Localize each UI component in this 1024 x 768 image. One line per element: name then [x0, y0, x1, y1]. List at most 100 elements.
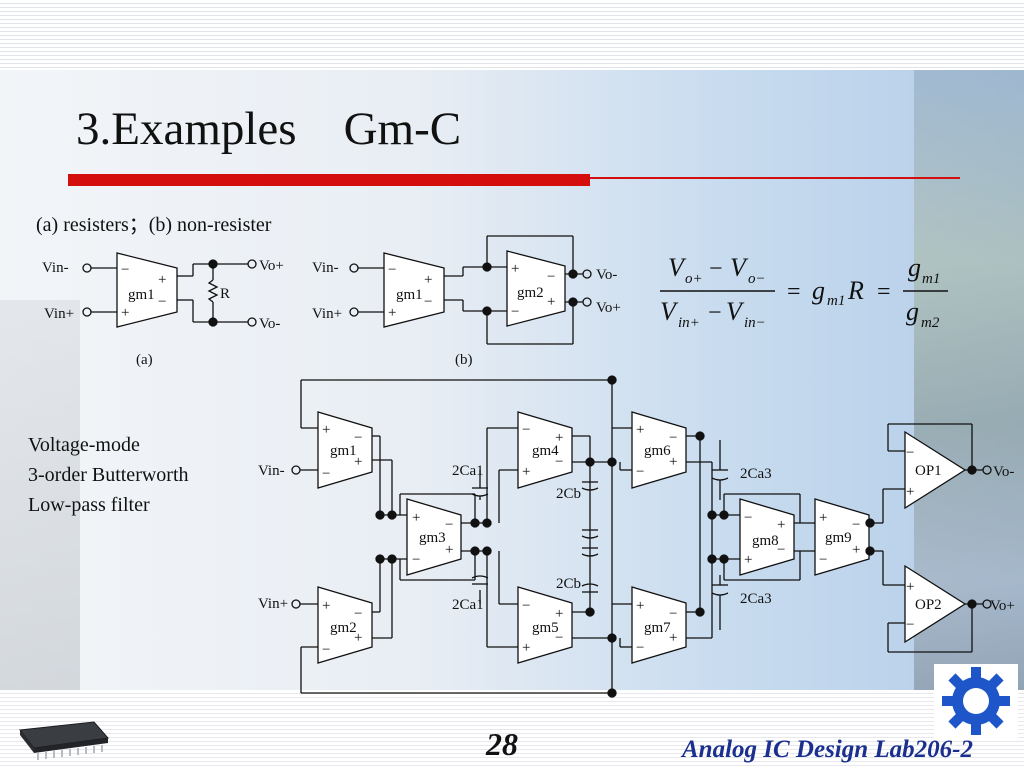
- label-vo-plus: Vo+: [990, 598, 1015, 614]
- block-label: gm1: [396, 287, 423, 303]
- cap-label: 2Ca1: [452, 463, 484, 479]
- eq-subscript: m1: [827, 293, 845, 309]
- gm-block: [317, 411, 373, 489]
- sign: −: [522, 422, 530, 438]
- sign: +: [777, 517, 785, 533]
- eq-symbol: g: [812, 276, 825, 305]
- eq-symbol: g: [906, 297, 919, 326]
- eq-operator: −: [709, 256, 723, 282]
- sign: −: [669, 606, 677, 622]
- sign: −: [424, 294, 432, 310]
- caption-a: (a): [136, 352, 153, 368]
- sign: +: [322, 422, 330, 438]
- sign: −: [322, 642, 330, 658]
- footer-band: [0, 690, 1024, 768]
- opamp: [904, 564, 967, 644]
- description-line: Low-pass filter: [28, 494, 150, 516]
- cap-label: 2Cb: [556, 486, 581, 502]
- cap-label: 2Ca1: [452, 597, 484, 613]
- sign: +: [819, 510, 827, 526]
- sign: +: [744, 552, 752, 568]
- slide-subtitle: (a) resisters；(b) non-resister: [36, 214, 272, 236]
- gm-block: [116, 252, 178, 328]
- gm-block: [814, 498, 870, 576]
- sign: −: [669, 430, 677, 446]
- block-label: gm3: [419, 530, 446, 546]
- label-vo-plus: Vo+: [596, 300, 621, 316]
- label-vin-plus: Vin+: [44, 306, 74, 322]
- sign: +: [555, 606, 563, 622]
- block-label: gm7: [644, 620, 671, 636]
- eq-subscript: in+: [678, 315, 700, 331]
- gm-block: [406, 498, 462, 576]
- gear-icon: [934, 664, 1018, 738]
- sign: −: [547, 269, 555, 285]
- caption-b: (b): [455, 352, 473, 368]
- gm-block: [317, 586, 373, 664]
- sign: +: [669, 630, 677, 646]
- description-line: 3-order Butterworth: [28, 464, 189, 486]
- sign: −: [354, 606, 362, 622]
- sign: +: [636, 598, 644, 614]
- sign: −: [412, 552, 420, 568]
- title-underline-line: [590, 177, 960, 179]
- transfer-equation: V o+ − V o− V in+ − V in− = g m1 R = g m…: [660, 253, 940, 331]
- sign: +: [511, 261, 519, 277]
- sign: +: [636, 422, 644, 438]
- label-vo-minus: Vo-: [993, 464, 1014, 480]
- cap-label: 2Ca3: [740, 591, 772, 607]
- label-vo-minus: Vo-: [259, 316, 280, 332]
- sign: −: [852, 517, 860, 533]
- gm-block: [631, 411, 687, 489]
- sign: −: [555, 454, 563, 470]
- header-stripes: [0, 0, 1024, 70]
- description-line: Voltage-mode: [28, 434, 140, 456]
- sign: +: [522, 464, 530, 480]
- gm-block: [517, 411, 573, 489]
- slide-title: 3.Examples Gm-C: [76, 103, 462, 155]
- sign: −: [522, 598, 530, 614]
- label-vo-plus: Vo+: [259, 258, 284, 274]
- eq-symbol: R: [847, 276, 864, 305]
- sign: +: [906, 579, 914, 595]
- eq-subscript: in−: [744, 315, 766, 331]
- butterworth-filter: [291, 375, 992, 698]
- block-label: gm1: [330, 443, 357, 459]
- eq-symbol: V: [730, 253, 749, 282]
- sign: +: [322, 598, 330, 614]
- sign: −: [636, 464, 644, 480]
- eq-operator: −: [708, 300, 722, 326]
- circuit-b: [349, 235, 592, 345]
- sign: −: [744, 510, 752, 526]
- background-photo-left: [0, 300, 80, 710]
- block-label: gm2: [330, 620, 357, 636]
- chip-icon: [19, 721, 109, 760]
- block-label: gm2: [517, 285, 544, 301]
- sign: −: [777, 542, 785, 558]
- opamp: [904, 430, 967, 510]
- sign: +: [121, 305, 129, 321]
- block-label: gm6: [644, 443, 671, 459]
- sign: +: [388, 305, 396, 321]
- block-label: gm1: [128, 287, 155, 303]
- block-label: gm9: [825, 530, 852, 546]
- sign: +: [906, 484, 914, 500]
- eq-operator: =: [787, 279, 801, 305]
- sign: −: [388, 262, 396, 278]
- cap-label: 2Cb: [556, 576, 581, 592]
- gm-block: [631, 586, 687, 664]
- sign: +: [522, 640, 530, 656]
- sign: +: [412, 510, 420, 526]
- label-vin-minus: Vin-: [312, 260, 339, 276]
- title-underline-bar: [68, 174, 590, 186]
- label-vo-minus: Vo-: [596, 267, 617, 283]
- sign: +: [445, 542, 453, 558]
- eq-symbol: V: [726, 297, 745, 326]
- block-label: gm8: [752, 533, 779, 549]
- sign: +: [669, 454, 677, 470]
- sign: −: [445, 517, 453, 533]
- sign: −: [121, 262, 129, 278]
- eq-subscript: o+: [685, 271, 703, 287]
- page-number: 28: [486, 726, 518, 762]
